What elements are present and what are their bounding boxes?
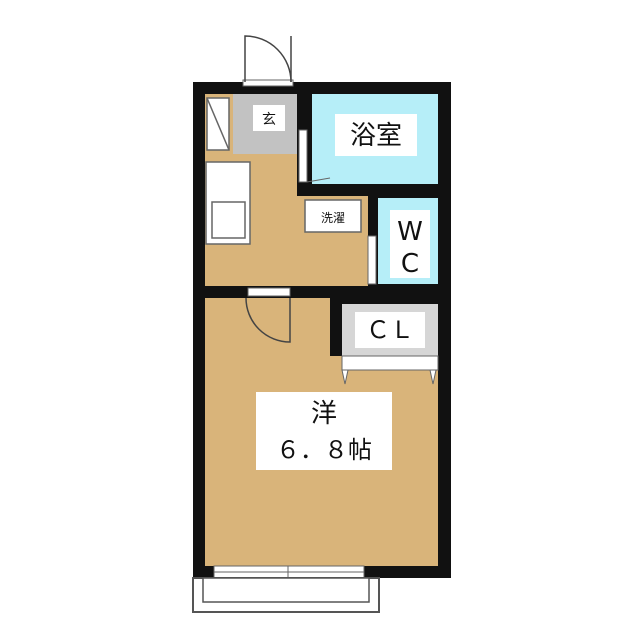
wc-label-c: C	[401, 249, 419, 279]
laundry-space	[304, 199, 362, 233]
entrance-door-swing	[244, 35, 292, 83]
western-room-label: 洋	[311, 399, 337, 429]
laundry-label: 洗濯	[321, 211, 345, 225]
bathroom-label: 浴室	[350, 121, 402, 151]
kitchen-sink	[211, 201, 246, 239]
room-door-swing	[245, 297, 291, 343]
wc-label-w: W	[397, 217, 423, 247]
room-door-opening	[247, 287, 291, 297]
western-room-size: ６．８帖	[276, 436, 372, 464]
entrance-door-opening	[242, 79, 294, 87]
bathroom-door	[298, 129, 308, 183]
wc-door	[367, 235, 377, 285]
closet-label: ＣＬ	[366, 316, 414, 344]
entrance-label: 玄	[262, 111, 276, 128]
